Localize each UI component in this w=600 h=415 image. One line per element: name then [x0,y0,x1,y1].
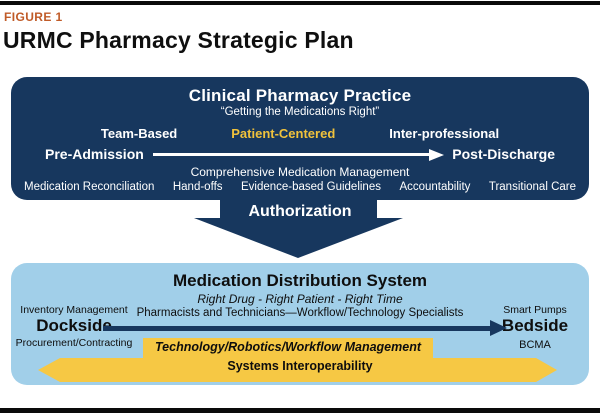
timeline-arrowhead-icon [429,148,445,161]
bottom-rule [0,408,600,413]
figure-label: FIGURE 1 [4,10,63,24]
practice-items-row: Medication Reconciliation Hand-offs Evid… [11,181,589,194]
clinical-subtitle: “Getting the Medications Right” [220,106,380,118]
practice-item: Evidence-based Guidelines [240,181,381,193]
technology-banner-bidirectional-arrow-icon [38,338,557,382]
approach-patient-centered: Patient-Centered [231,126,336,141]
inventory-management-label: Inventory Management [20,304,128,316]
technology-banner-line2: Systems Interoperability [227,359,373,373]
approach-inter-professional: Inter-professional [389,126,500,141]
authorization-down-arrow-icon [194,200,403,258]
timeline-start-label: Pre-Admission [45,146,144,162]
smart-pumps-label: Smart Pumps [503,304,567,316]
dockside-to-bedside-arrow-icon [103,320,507,336]
dockside-arrowhead-icon [490,320,507,336]
dockside-arrow-line [103,325,490,331]
practice-item: Medication Reconciliation [24,181,155,193]
bedside-label: Bedside [501,316,569,335]
page-title: URMC Pharmacy Strategic Plan [3,27,354,53]
admission-timeline: Pre-Admission Post-Discharge [11,146,589,163]
approach-team-based: Team-Based [100,126,178,141]
clinical-title: Clinical Pharmacy Practice [188,86,412,105]
bcma-label: BCMA [519,339,551,351]
timeline-arrow-line [152,153,430,156]
dockside-label: Dockside [36,316,112,335]
bedside-cluster: Smart Pumps Bedside BCMA [484,305,586,351]
practice-item: Hand-offs [172,181,223,193]
dockside-cluster: Inventory Management Dockside Procuremen… [11,305,137,349]
specialists-line: Pharmacists and Technicians—Workflow/Tec… [136,307,464,319]
comprehensive-line: Comprehensive Medication Management [190,165,410,179]
practice-item: Transitional Care [488,181,576,193]
distribution-title: Medication Distribution System [172,271,428,290]
practice-item: Accountability [399,181,471,193]
procurement-contracting-label: Procurement/Contracting [15,337,133,349]
technology-banner-line1: Technology/Robotics/Workflow Management [155,340,421,354]
approaches-row: Team-Based Patient-Centered Inter-profes… [11,126,589,141]
distribution-box: Medication Distribution System Right Dru… [11,263,589,385]
clinical-practice-box: Clinical Pharmacy Practice “Getting the … [11,77,589,200]
authorization-label: Authorization [248,203,352,220]
top-rule [0,1,600,5]
timeline-end-label: Post-Discharge [452,146,555,162]
distribution-subtitle: Right Drug - Right Patient - Right Time [197,292,403,306]
